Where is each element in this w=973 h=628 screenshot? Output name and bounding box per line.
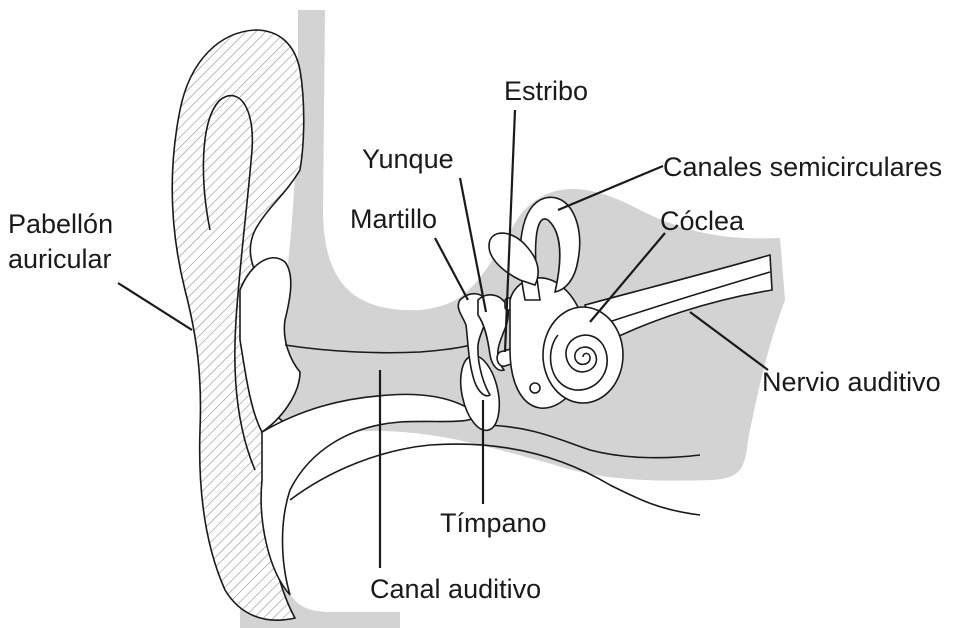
label-auditory-nerve: Nervio auditivo: [762, 367, 941, 397]
oval-window: [530, 383, 540, 393]
label-anvil: Yunque: [362, 144, 454, 174]
hammer-leader-line: [435, 238, 468, 300]
label-semicircular-canals: Canales semicirculares: [663, 152, 942, 182]
label-hammer: Martillo: [350, 204, 437, 234]
label-pinna-line2: auricular: [8, 244, 112, 274]
label-eardrum: Tímpano: [440, 508, 547, 538]
label-cochlea: Cóclea: [660, 206, 745, 236]
label-stirrup: Estribo: [504, 76, 588, 106]
pinna-leader-line: [118, 283, 192, 330]
label-pinna-line1: Pabellón: [8, 209, 113, 239]
label-ear-canal: Canal auditivo: [370, 574, 541, 604]
